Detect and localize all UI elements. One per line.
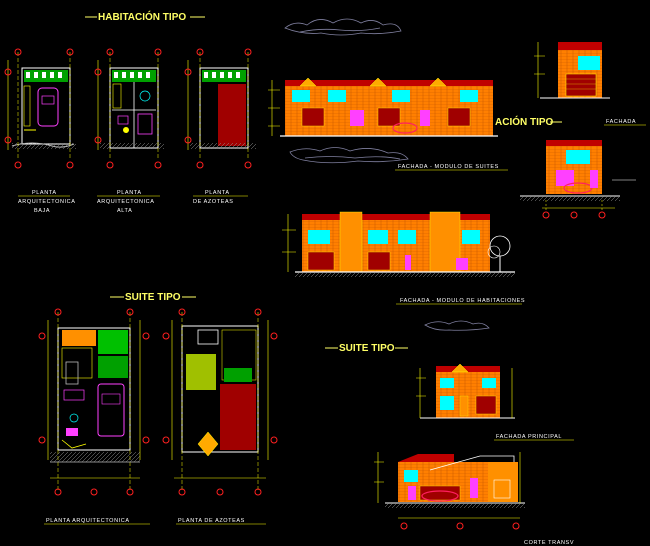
svg-text:PLANTA: PLANTA bbox=[32, 190, 57, 196]
label-planta-alta: PLANTA ARQUITECTONICA ALTA bbox=[97, 190, 160, 214]
svg-text:PLANTA ARQUITECTONICA: PLANTA ARQUITECTONICA bbox=[46, 518, 130, 524]
label-fachada-posterior: FACHADA - MODULO DE HABITACIONES bbox=[396, 298, 525, 305]
svg-text:FACHADA: FACHADA bbox=[606, 119, 636, 125]
svg-text:HABITACIÓN TIPO: HABITACIÓN TIPO bbox=[98, 10, 186, 23]
section-suite-corte bbox=[374, 452, 525, 530]
svg-text:SUITE TIPO: SUITE TIPO bbox=[339, 343, 395, 354]
elevation-fachada-right bbox=[534, 42, 610, 99]
elevation-fachada-conjunto bbox=[268, 77, 498, 137]
title-suite-tipo-right: SUITE TIPO bbox=[325, 343, 408, 354]
svg-text:FACHADA - MODULO DE HABITACION: FACHADA - MODULO DE HABITACIONES bbox=[400, 298, 525, 304]
label-fachada-principal: FACHADA PRINCIPAL bbox=[494, 434, 574, 441]
svg-text:SUITE TIPO: SUITE TIPO bbox=[125, 292, 181, 303]
label-corte: CORTE TRANSV bbox=[524, 540, 574, 546]
title-habitacion-overlap: ACIÓN TIPO bbox=[495, 115, 562, 128]
cloud-decoration-mid bbox=[289, 147, 409, 164]
stair-icon bbox=[65, 361, 79, 385]
svg-text:PLANTA: PLANTA bbox=[205, 190, 230, 196]
svg-text:ARQUITECTONICA: ARQUITECTONICA bbox=[18, 199, 76, 205]
label-fachada-conjunto: FACHADA - MODULO DE SUITES bbox=[395, 164, 508, 171]
cloud-decoration-top bbox=[284, 18, 402, 36]
svg-text:PLANTA DE AZOTEAS: PLANTA DE AZOTEAS bbox=[178, 518, 245, 524]
floor-plan-planta-azoteas bbox=[184, 48, 256, 169]
svg-text:ARQUITECTONICA: ARQUITECTONICA bbox=[97, 199, 155, 205]
svg-text:CORTE TRANSV: CORTE TRANSV bbox=[524, 540, 574, 546]
svg-text:DE AZOTEAS: DE AZOTEAS bbox=[193, 199, 234, 205]
svg-text:BAJA: BAJA bbox=[34, 208, 50, 214]
floor-plan-suite-azoteas bbox=[162, 308, 278, 496]
label-fachada-right: FACHADA bbox=[604, 119, 646, 126]
svg-text:ACIÓN TIPO: ACIÓN TIPO bbox=[495, 115, 554, 128]
car-icon bbox=[97, 383, 125, 437]
label-planta-azoteas: PLANTA DE AZOTEAS bbox=[193, 190, 248, 205]
elevation-fachada-posterior bbox=[282, 211, 515, 277]
cloud-decoration-small bbox=[424, 320, 490, 331]
label-suite-planta-azoteas: PLANTA DE AZOTEAS bbox=[176, 518, 266, 525]
elevation-suite-fachada-principal bbox=[416, 363, 515, 419]
floor-plan-planta-alta bbox=[94, 48, 164, 169]
floor-plan-planta-baja bbox=[4, 48, 76, 169]
car-icon bbox=[37, 87, 59, 127]
label-suite-planta-arquitectonica: PLANTA ARQUITECTONICA bbox=[44, 518, 150, 525]
svg-text:PLANTA: PLANTA bbox=[117, 190, 142, 196]
section-corte-right bbox=[520, 140, 636, 219]
title-habitacion-tipo: HABITACIÓN TIPO bbox=[85, 10, 205, 23]
label-planta-baja: PLANTA ARQUITECTONICA BAJA bbox=[18, 190, 76, 214]
title-suite-tipo-left: SUITE TIPO bbox=[110, 292, 196, 303]
tree-icon bbox=[487, 235, 511, 272]
svg-text:FACHADA - MODULO DE SUITES: FACHADA - MODULO DE SUITES bbox=[398, 164, 499, 170]
svg-text:ALTA: ALTA bbox=[117, 208, 132, 214]
svg-text:FACHADA PRINCIPAL: FACHADA PRINCIPAL bbox=[496, 434, 562, 440]
floor-plan-suite-arquitectonica bbox=[38, 308, 150, 496]
